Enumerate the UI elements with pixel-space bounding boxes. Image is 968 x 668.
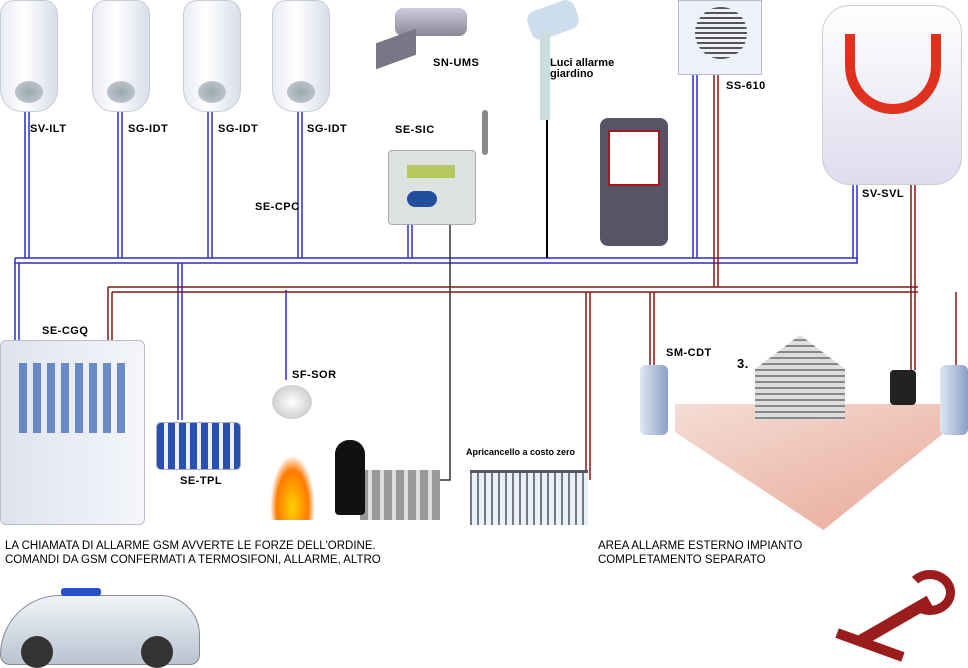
sf-sor-smoke-detector bbox=[272, 385, 312, 419]
sm-cdt-barrier-right bbox=[940, 365, 968, 435]
se-tpl-keypad bbox=[156, 422, 241, 470]
label-apricancello: Apricancello a costo zero bbox=[466, 447, 576, 457]
sv-ilt-sensor bbox=[0, 0, 58, 112]
fire-icon bbox=[270, 455, 315, 520]
outdoor-siren bbox=[890, 370, 916, 405]
caption-left: LA CHIAMATA DI ALLARME GSM AVVERTE LE FO… bbox=[5, 539, 381, 567]
label-area-number: 3. bbox=[737, 356, 749, 371]
smartphone-image bbox=[600, 118, 668, 246]
label-sg-idt: SG-IDT bbox=[218, 123, 259, 135]
police-car-image bbox=[0, 588, 200, 668]
red-bus bbox=[107, 75, 957, 480]
sv-svl-siren bbox=[822, 5, 962, 185]
label-se-sic: SE-SIC bbox=[395, 124, 435, 136]
sm-cdt-barrier-left bbox=[640, 365, 668, 435]
caption-left-line1: LA CHIAMATA DI ALLARME GSM AVVERTE LE FO… bbox=[5, 540, 376, 552]
caption-right: AREA ALLARME ESTERNO IMPIANTO COMPLETAME… bbox=[598, 539, 802, 567]
label-sv-ilt: SV-ILT bbox=[30, 123, 67, 135]
sg-idt-sensor bbox=[92, 0, 150, 112]
label-sg-idt: SG-IDT bbox=[128, 123, 169, 135]
label-sm-cdt: SM-CDT bbox=[666, 347, 712, 359]
sg-idt-sensor bbox=[183, 0, 241, 112]
man-silhouette bbox=[335, 440, 365, 515]
label-sg-idt: SG-IDT bbox=[307, 123, 348, 135]
label-se-cgq: SE-CGQ bbox=[42, 325, 89, 337]
sic-wire bbox=[440, 222, 451, 481]
label-se-tpl: SE-TPL bbox=[180, 475, 223, 487]
sg-idt-sensor bbox=[272, 0, 330, 112]
se-cgq-control-panel bbox=[0, 340, 145, 525]
ss-610-speaker bbox=[678, 0, 762, 75]
label-se-cpc: SE-CPC bbox=[255, 201, 300, 213]
label-sv-svl: SV-SVL bbox=[862, 188, 905, 200]
caption-left-line2: COMANDI DA GSM CONFERMATI A TERMOSIFONI,… bbox=[5, 554, 381, 566]
se-sic-gsm-module bbox=[388, 150, 476, 225]
thief-logo bbox=[835, 570, 965, 665]
label-luci: Luci allarme giardino bbox=[550, 57, 615, 80]
lamp-pole bbox=[540, 30, 550, 120]
label-sn-ums: SN-UMS bbox=[433, 57, 480, 69]
caption-right-line1: AREA ALLARME ESTERNO IMPIANTO bbox=[598, 540, 803, 552]
radiator-image bbox=[360, 470, 440, 520]
label-ss-610: SS-610 bbox=[726, 80, 766, 92]
gate-image bbox=[470, 470, 588, 525]
label-sf-sor: SF-SOR bbox=[292, 369, 337, 381]
antenna bbox=[482, 110, 488, 155]
caption-right-line2: COMPLETAMENTO SEPARATO bbox=[598, 554, 766, 566]
